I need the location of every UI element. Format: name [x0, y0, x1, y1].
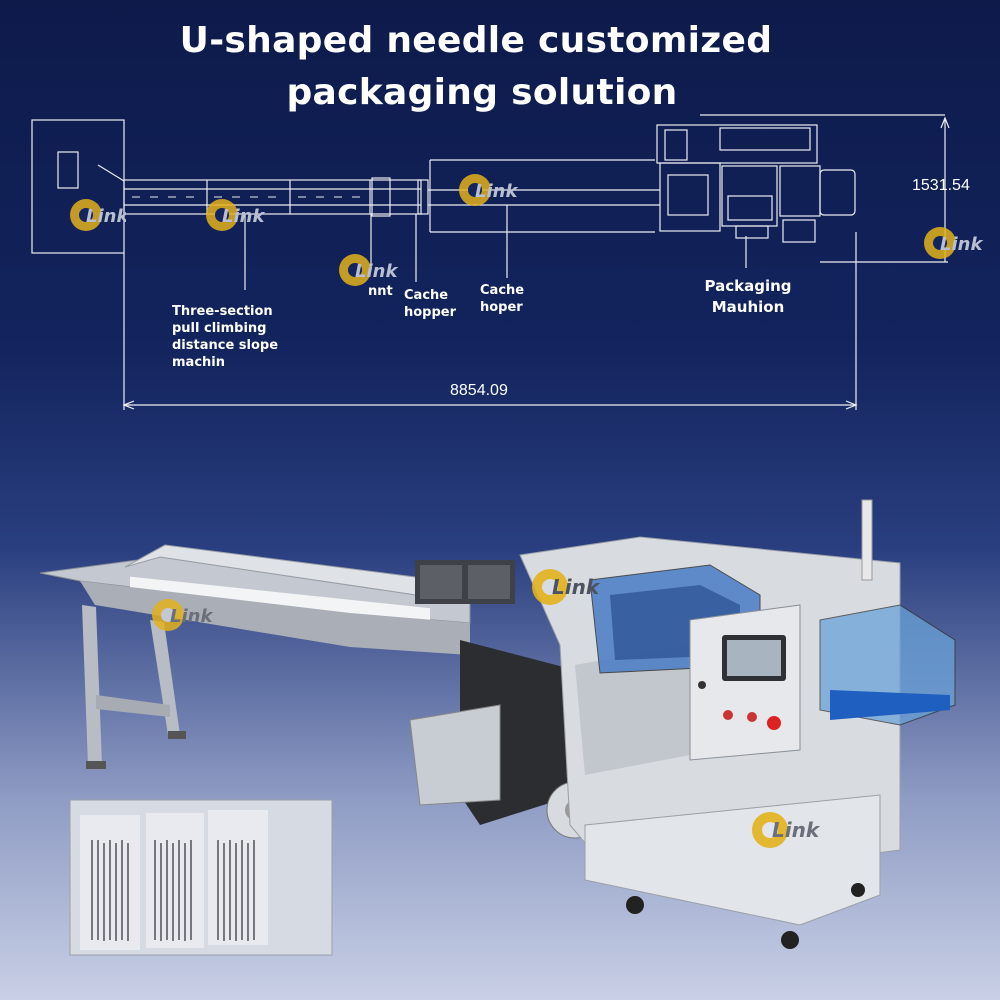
- link-watermark-8: Link: [752, 812, 821, 848]
- machine-photo: [39, 499, 956, 956]
- label-packaging-machine: Packaging Mauhion: [704, 277, 792, 316]
- link-watermark-6: Link: [532, 569, 601, 605]
- label-cache-hopper-2: Cache hoper: [480, 283, 525, 315]
- svg-text:Link: Link: [772, 818, 821, 842]
- svg-text:Link: Link: [552, 575, 601, 599]
- link-watermark-2: Link: [206, 199, 265, 231]
- link-watermark-1: Link: [70, 199, 126, 231]
- height-dimension: 1531.54: [912, 177, 970, 194]
- label-cache-hopper-1: Cache hopper: [404, 288, 457, 320]
- svg-text:Link: Link: [940, 234, 983, 255]
- length-dimension: 8854.09: [450, 382, 508, 399]
- label-unit-fragment: nnt: [368, 284, 393, 299]
- svg-text:Link: Link: [170, 606, 213, 627]
- link-watermark-7: Link: [152, 599, 213, 631]
- title-line-1: U-shaped needle customized: [179, 20, 773, 61]
- svg-text:Link: Link: [475, 181, 518, 202]
- svg-text:Link: Link: [222, 206, 265, 227]
- feeder-window: [57, 151, 79, 189]
- conveyor-frame: [123, 179, 422, 215]
- label-pull-slope: Three-section pull climbing distance slo…: [172, 304, 279, 370]
- svg-text:Link: Link: [86, 206, 126, 227]
- link-watermark-4: Link: [459, 174, 518, 206]
- link-watermark-3: Link: [339, 254, 398, 286]
- svg-text:Link: Link: [355, 261, 398, 282]
- link-watermark-5: Link: [924, 227, 983, 259]
- machine-body-left: [659, 162, 721, 232]
- machine-top: [656, 124, 818, 164]
- title-line-2: packaging solution: [286, 72, 678, 113]
